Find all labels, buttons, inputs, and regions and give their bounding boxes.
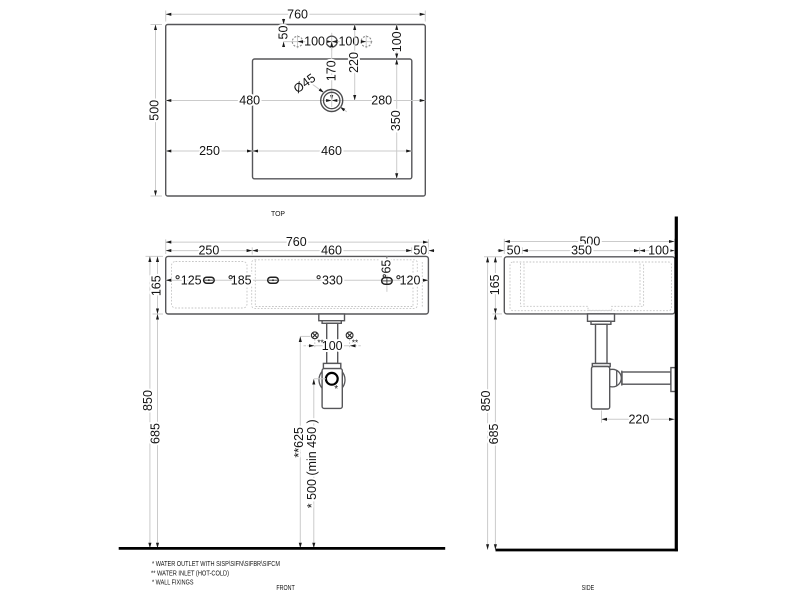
svg-text:SIDE: SIDE: [582, 585, 595, 592]
svg-text:** WATER INLET (HOT-COLD): ** WATER INLET (HOT-COLD): [151, 570, 229, 577]
svg-text:100: 100: [390, 31, 404, 52]
svg-text:FRONT: FRONT: [276, 585, 295, 592]
svg-text:280: 280: [371, 93, 392, 107]
svg-text:**: **: [352, 339, 358, 348]
svg-text:**625: **625: [292, 427, 306, 458]
svg-text:220: 220: [347, 52, 361, 73]
svg-text:100: 100: [322, 339, 343, 353]
svg-text:TOP: TOP: [271, 211, 285, 218]
svg-text:350: 350: [571, 244, 592, 258]
svg-text:120: 120: [400, 273, 421, 287]
svg-text:165: 165: [488, 274, 502, 295]
svg-text:* WALL FIXINGS: * WALL FIXINGS: [152, 580, 194, 587]
svg-text:330: 330: [322, 273, 343, 287]
svg-text:100: 100: [338, 35, 359, 49]
svg-text:100: 100: [648, 244, 669, 258]
svg-text:170: 170: [325, 60, 339, 81]
svg-text:50: 50: [276, 26, 290, 40]
svg-text:165: 165: [150, 275, 164, 296]
svg-text:*: *: [334, 384, 338, 395]
svg-text:685: 685: [148, 423, 162, 444]
svg-text:125: 125: [181, 273, 202, 287]
svg-text:* WATER OUTLET WITH SISP\SIFN: * WATER OUTLET WITH SISP\SIFN\SIFBR\SIFC…: [152, 561, 280, 568]
svg-text:250: 250: [198, 244, 219, 258]
svg-text:460: 460: [321, 144, 342, 158]
svg-text:65: 65: [379, 260, 393, 274]
svg-text:350: 350: [389, 110, 403, 131]
svg-text:220: 220: [628, 412, 649, 426]
svg-text:250: 250: [199, 144, 220, 158]
svg-text:760: 760: [286, 235, 307, 249]
svg-text:185: 185: [231, 273, 252, 287]
svg-text:850: 850: [479, 391, 493, 412]
svg-text:850: 850: [141, 390, 155, 411]
svg-text:Ø45: Ø45: [291, 71, 318, 96]
svg-text:500: 500: [579, 234, 600, 248]
svg-text:685: 685: [487, 423, 501, 444]
svg-text:460: 460: [321, 244, 342, 258]
svg-text:**: **: [317, 339, 323, 348]
svg-text:100: 100: [304, 35, 325, 49]
svg-text:760: 760: [287, 7, 308, 21]
svg-text:50: 50: [507, 244, 521, 258]
svg-text:500: 500: [147, 100, 161, 121]
svg-text:* 500 (min 450 ): * 500 (min 450 ): [305, 419, 319, 508]
svg-text:480: 480: [239, 93, 260, 107]
svg-text:50: 50: [413, 244, 427, 258]
